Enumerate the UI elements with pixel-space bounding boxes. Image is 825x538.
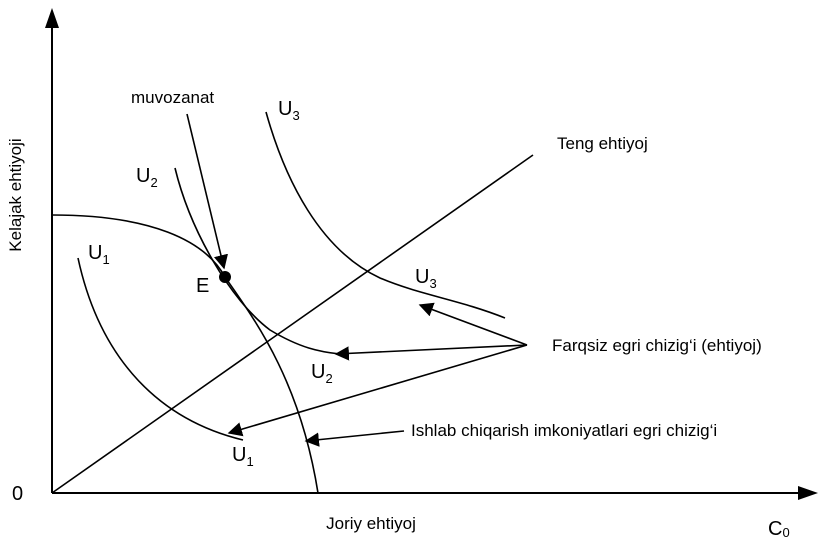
- y-axis-label: Kelajak ehtiyoji: [6, 138, 25, 251]
- x-axis-end-label: C0: [768, 518, 790, 538]
- u3-bottom-label: U3: [415, 266, 437, 291]
- indifference-arrow-u1: [227, 344, 528, 437]
- x-axis-arrowhead: [798, 486, 818, 500]
- indifference-curves-label: Farqsiz egri chizig‘i (ehtiyoj): [552, 336, 762, 355]
- y-axis-arrowhead: [45, 8, 59, 28]
- u2-bottom-label: U2: [311, 361, 333, 386]
- u2-top-label: U2: [136, 165, 158, 190]
- indifference-curve-u2: [174, 167, 341, 355]
- production-possibility-arrow: [304, 430, 405, 447]
- point-e-label: E: [196, 275, 209, 297]
- origin-label: 0: [12, 483, 23, 505]
- production-possibility-label: Ishlab chiqarish imkoniyatlari egri chiz…: [411, 421, 717, 440]
- indifference-arrow-u2: [334, 344, 528, 361]
- equilibrium-arrow: [186, 113, 228, 270]
- equilibrium-label: muvozanat: [131, 88, 214, 107]
- u1-top-label: U1: [88, 242, 110, 267]
- indifference-curve-u3: [265, 111, 506, 319]
- indifference-arrow-u3: [418, 302, 528, 346]
- equilibrium-point: [219, 271, 231, 283]
- x-axis-label: Joriy ehtiyoj: [326, 514, 416, 533]
- equal-consumption-line: [51, 154, 534, 494]
- u3-top-label: U3: [278, 98, 300, 123]
- u1-bottom-label: U1: [232, 444, 254, 469]
- equal-consumption-label: Teng ehtiyoj: [557, 134, 648, 153]
- indifference-curve-u1: [77, 257, 244, 441]
